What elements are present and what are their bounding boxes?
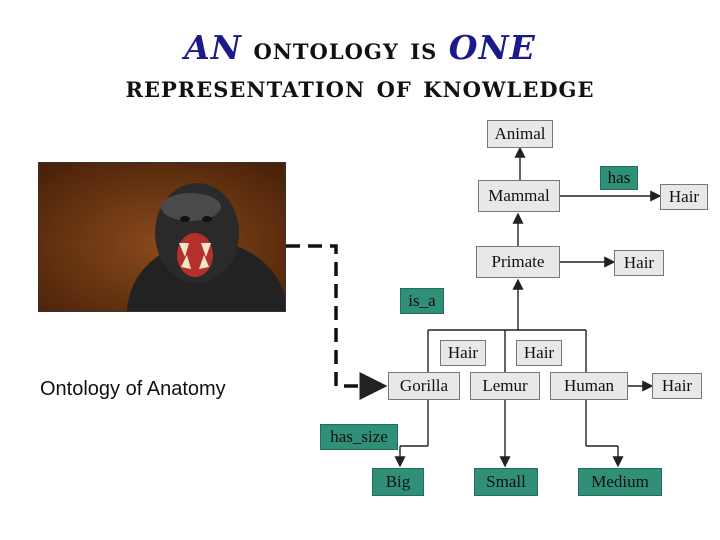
node-primate: Primate — [476, 246, 560, 278]
node-big: Big — [372, 468, 424, 496]
node-gorilla: Gorilla — [388, 372, 460, 400]
attr-hair-primate: Hair — [614, 250, 664, 276]
relation-has: has — [600, 166, 638, 190]
attr-hair-gorilla: Hair — [440, 340, 486, 366]
attr-hair-mammal: Hair — [660, 184, 708, 210]
node-mammal: Mammal — [478, 180, 560, 212]
relation-has-size: has_size — [320, 424, 398, 450]
attr-hair-lemur: Hair — [516, 340, 562, 366]
node-human: Human — [550, 372, 628, 400]
relation-is-a: is_a — [400, 288, 444, 314]
node-animal: Animal — [487, 120, 553, 148]
node-medium: Medium — [578, 468, 662, 496]
attr-hair-human: Hair — [652, 373, 702, 399]
node-lemur: Lemur — [470, 372, 540, 400]
node-small: Small — [474, 468, 538, 496]
